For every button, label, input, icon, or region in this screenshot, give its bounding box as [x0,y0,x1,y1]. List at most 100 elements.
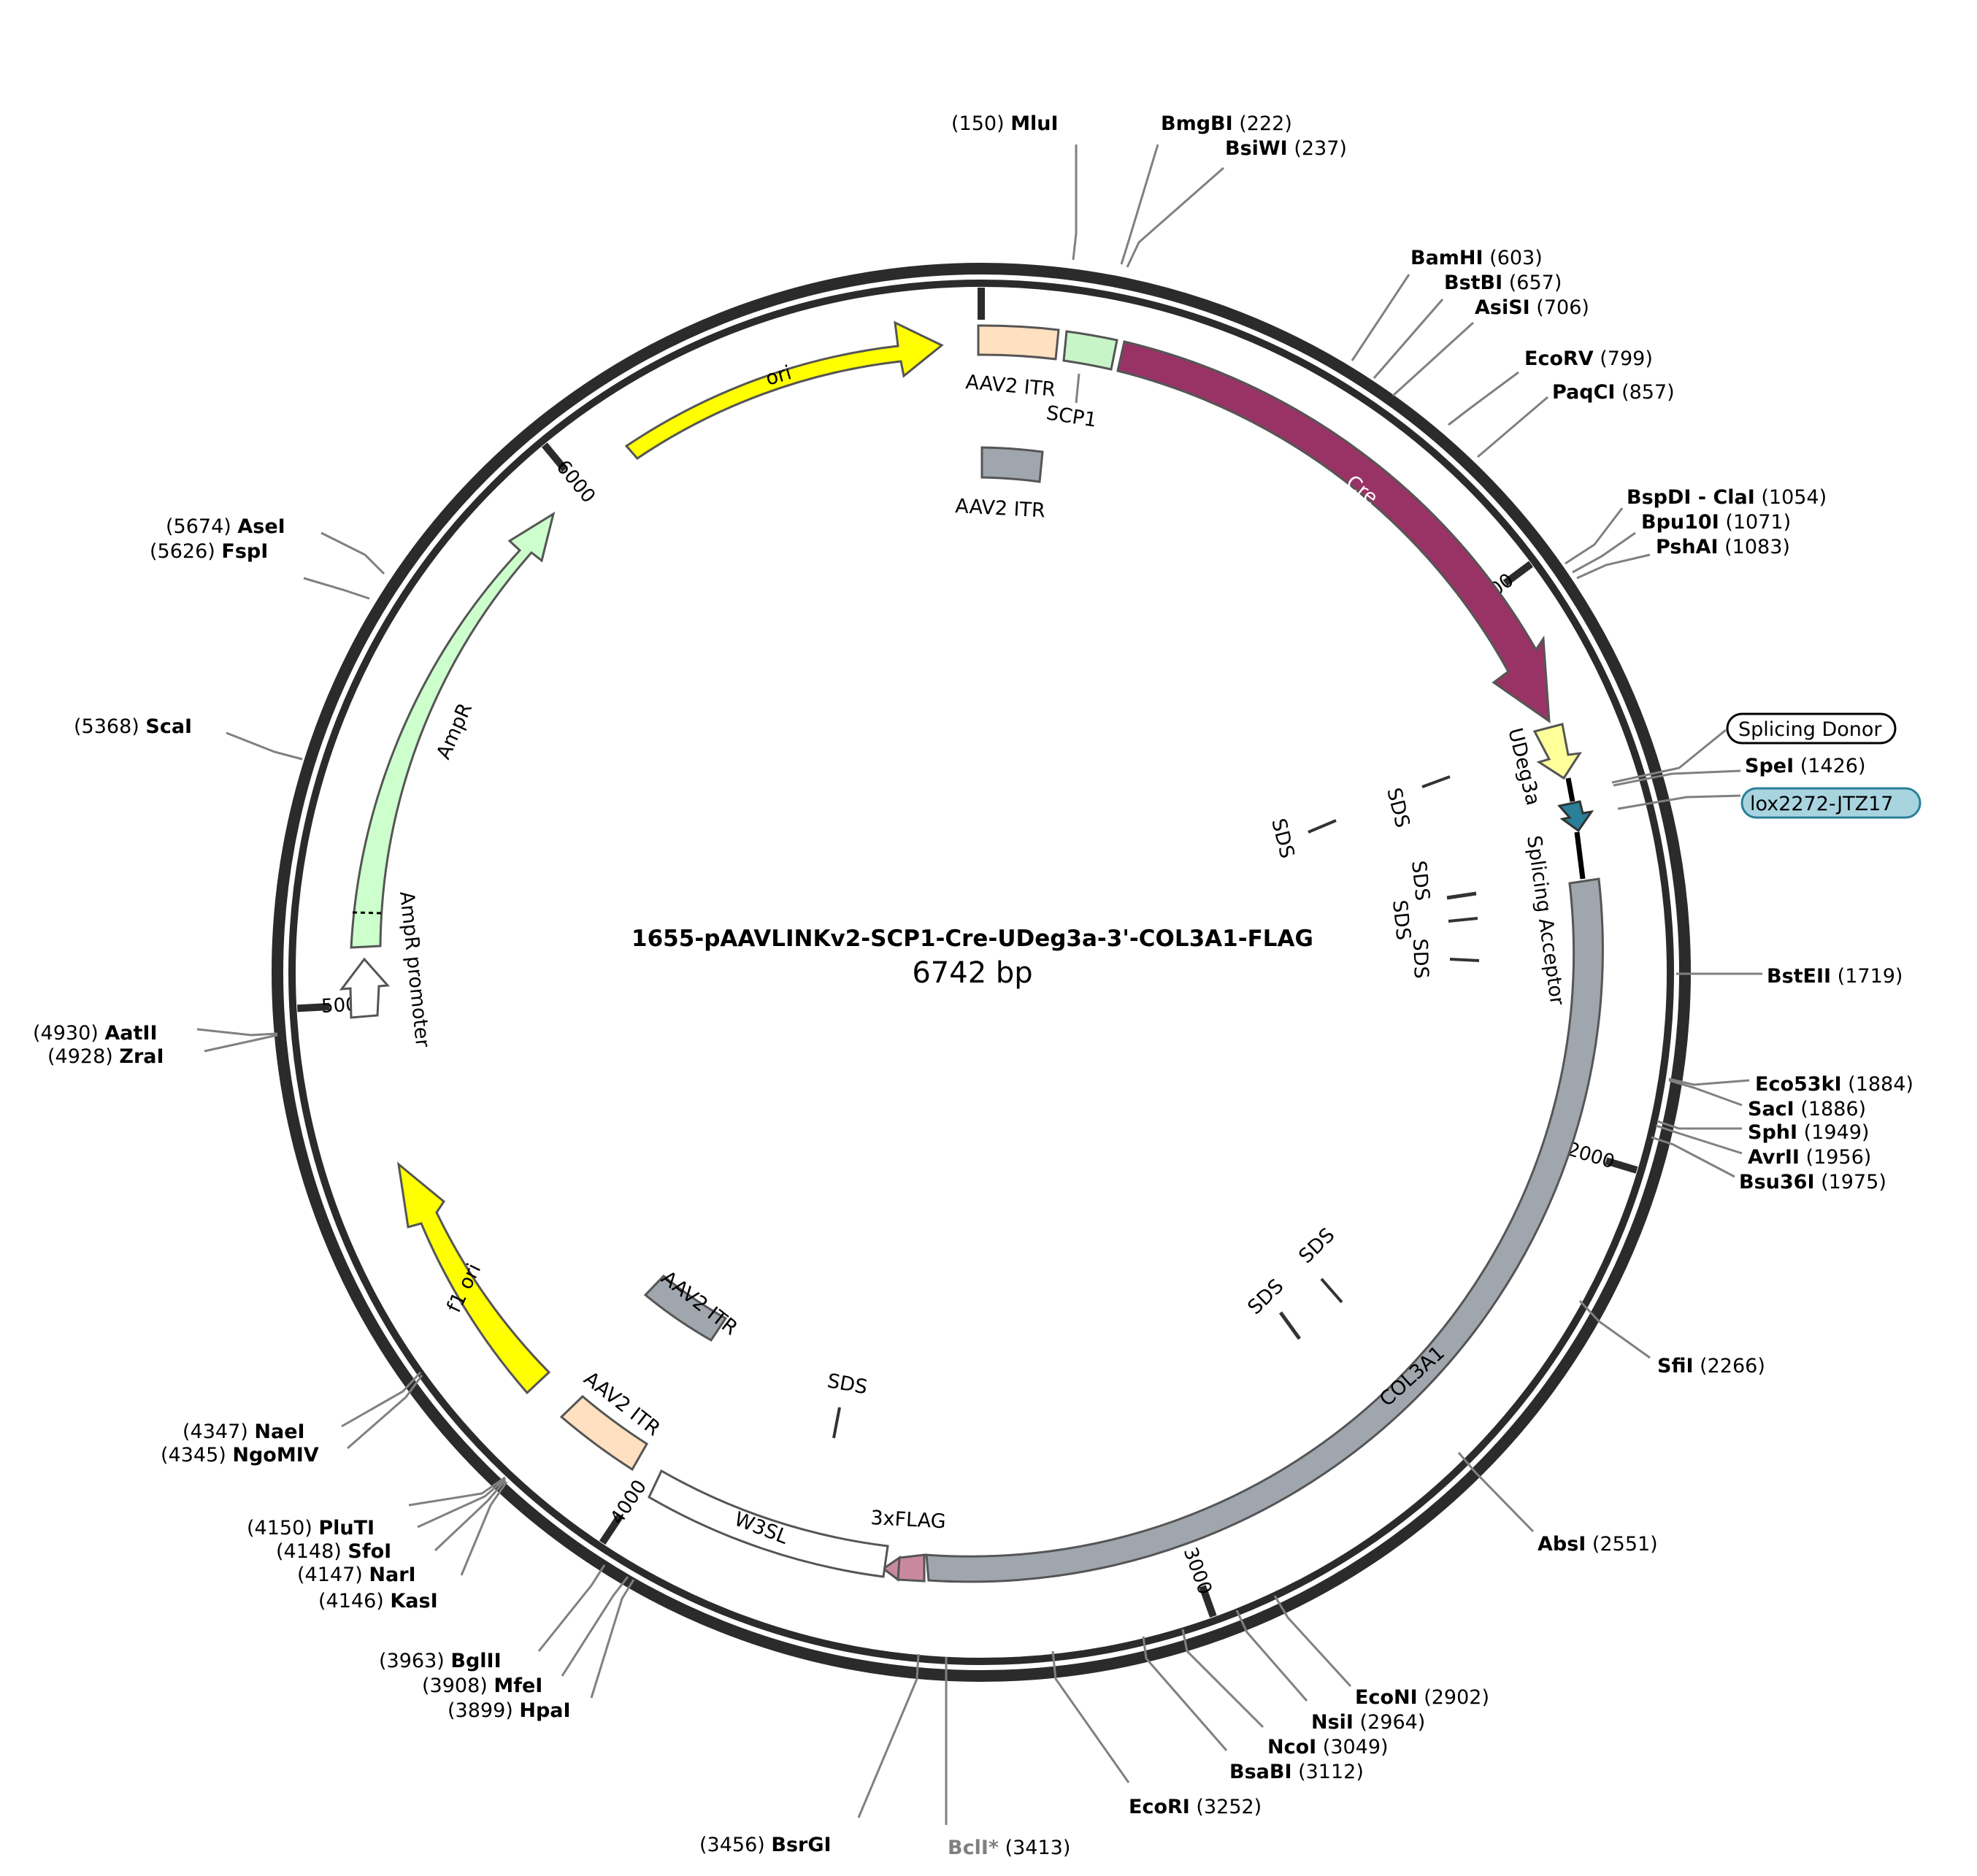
enzyme-position: (4150) [247,1517,318,1539]
leader-nari [434,1480,507,1552]
enzyme-label[interactable]: BmgBI (222) [1161,112,1292,135]
enzyme-position: (3456) [699,1834,771,1856]
feature-aav2-itr-bottom[interactable] [559,1394,649,1472]
feature-col3a1[interactable] [925,877,1604,1583]
enzyme-label[interactable]: EcoRI (3252) [1129,1796,1262,1818]
callout-splicing-donor[interactable]: Splicing Donor [1726,712,1897,745]
enzyme-label[interactable]: (4146) KasI [318,1590,438,1612]
enzyme-label[interactable]: PshAI (1083) [1656,536,1790,558]
enzyme-position: (1719) [1831,965,1903,988]
sds-label: SDS [1382,785,1413,830]
enzyme-label[interactable]: (5368) ScaI [74,715,192,738]
callout-box [1740,787,1922,819]
leader-scai [226,731,303,761]
leader-bstbi [1373,299,1444,379]
enzyme-name: EcoRV [1524,347,1594,370]
enzyme-label[interactable]: (3899) HpaI [448,1699,571,1722]
enzyme-label[interactable]: SacI (1886) [1748,1098,1866,1120]
enzyme-position: (222) [1233,112,1292,135]
enzyme-name: PshAI [1656,536,1719,558]
enzyme-label[interactable]: NsiI (2964) [1311,1711,1425,1734]
enzyme-name: PaqCI [1552,381,1615,404]
enzyme-label[interactable]: Eco53kI (1884) [1755,1073,1913,1096]
enzyme-name: BglII [450,1650,501,1672]
enzyme-name: BsaBI [1229,1761,1292,1783]
enzyme-position: (4148) [276,1540,348,1563]
enzyme-label[interactable]: EcoNI (2902) [1355,1686,1489,1709]
leader-sfoi [417,1477,506,1529]
leader-aatii [196,1028,278,1037]
feature-labels: ori AAV2 ITR SCP1 Cre AAV2 ITR UDeg3a CO… [395,361,1544,1549]
feature-udeg3a[interactable] [1532,723,1583,780]
feature-cre[interactable] [1116,340,1551,724]
enzyme-position: (1956) [1800,1146,1871,1169]
enzyme-label[interactable]: (150) MluI [951,112,1059,135]
enzyme-label[interactable]: SfiI (2266) [1657,1355,1765,1377]
feature-scp1[interactable] [1062,330,1118,371]
enzyme-label[interactable]: BspDI - ClaI (1054) [1627,486,1827,509]
enzyme-position: (3049) [1316,1736,1388,1758]
enzyme-label[interactable]: AvrII (1956) [1748,1146,1871,1169]
backbone-outer-ring [272,263,1691,1682]
enzyme-position: (1886) [1794,1098,1866,1120]
enzyme-label[interactable]: (4930) AatII [33,1022,158,1045]
enzyme-label[interactable]: Bsu36I (1975) [1739,1171,1886,1193]
enzyme-label[interactable]: AsiSI (706) [1475,296,1589,319]
leader-bpu10i [1572,531,1636,574]
feature-aav2-itr-inner[interactable] [980,446,1044,483]
enzyme-label[interactable]: Bpu10I (1071) [1641,511,1791,534]
feature-f1-ori[interactable] [396,1161,551,1395]
enzyme-label[interactable]: (4345) NgoMIV [161,1444,319,1466]
enzyme-label[interactable]: SphI (1949) [1748,1121,1869,1144]
feature-aav2-itr-top[interactable] [977,324,1060,361]
enzyme-label[interactable]: (5674) AseI [166,515,285,538]
enzyme-label[interactable]: (3908) MfeI [422,1675,542,1697]
leader-nsii [1235,1610,1308,1702]
label-aav2-itr-top: AAV2 ITR [964,371,1056,401]
enzyme-label[interactable]: (3456) BsrGI [699,1834,832,1856]
enzyme-label[interactable]: PaqCI (857) [1552,381,1675,404]
ampr-dotted-boundary [352,911,383,915]
enzyme-label[interactable]: BsiWI (237) [1225,137,1347,160]
tick-label: 3000 [1179,1545,1216,1597]
feature-3xflag[interactable] [881,1553,926,1583]
enzyme-name: NcoI [1267,1736,1316,1758]
enzyme-label[interactable]: (3963) BglII [379,1650,502,1672]
enzyme-label[interactable]: (4150) PluTI [247,1517,375,1539]
feature-ampr[interactable] [350,511,556,949]
enzyme-label[interactable]: BsaBI (3112) [1229,1761,1364,1783]
feature-lox2272[interactable] [1557,800,1594,833]
enzyme-label[interactable]: AbsI (2551) [1538,1533,1658,1556]
leader-kasi [460,1481,508,1576]
callout-lox2272[interactable]: lox2272-JTZ17 [1740,787,1922,819]
leader-zrai [204,1034,278,1053]
enzyme-label[interactable]: BstEII (1719) [1767,965,1903,988]
enzyme-label[interactable]: BamHI (603) [1410,247,1543,269]
enzyme-label[interactable]: EcoRV (799) [1524,347,1653,370]
enzyme-label[interactable]: NcoI (3049) [1267,1736,1389,1758]
enzyme-label[interactable]: (4148) SfoI [276,1540,391,1563]
feature-w3sl[interactable] [648,1469,889,1578]
enzyme-name: EcoRI [1129,1796,1190,1818]
enzyme-label[interactable]: SpeI (1426) [1745,755,1866,777]
feature-ampr-promoter[interactable] [339,957,391,1019]
enzyme-name: BstEII [1767,965,1831,988]
sds-label: SDS [1388,899,1415,941]
enzyme-name: SfoI [348,1540,391,1563]
enzyme-label[interactable]: BclI* (3413) [948,1837,1070,1859]
enzyme-label[interactable]: (4928) ZraI [47,1045,164,1068]
enzyme-label[interactable]: (5626) FspI [150,540,268,563]
leader-hpai [590,1579,635,1699]
plasmid-length: 6742 bp [912,956,1032,990]
enzyme-name: Eco53kI [1755,1073,1842,1096]
enzyme-label[interactable]: (4347) NaeI [183,1421,305,1443]
label-ampr-promoter: AmpR promoter [395,890,434,1048]
feature-aav2-itr-bottom-inner[interactable] [643,1274,728,1342]
enzyme-name: EcoNI [1355,1686,1418,1709]
enzyme-label[interactable]: (4147) NarI [297,1564,416,1586]
enzyme-label[interactable]: BstBI (657) [1444,272,1562,294]
sds-mark [1448,917,1478,923]
leader-bsabi [1142,1636,1228,1751]
feature-ori[interactable] [624,320,944,460]
